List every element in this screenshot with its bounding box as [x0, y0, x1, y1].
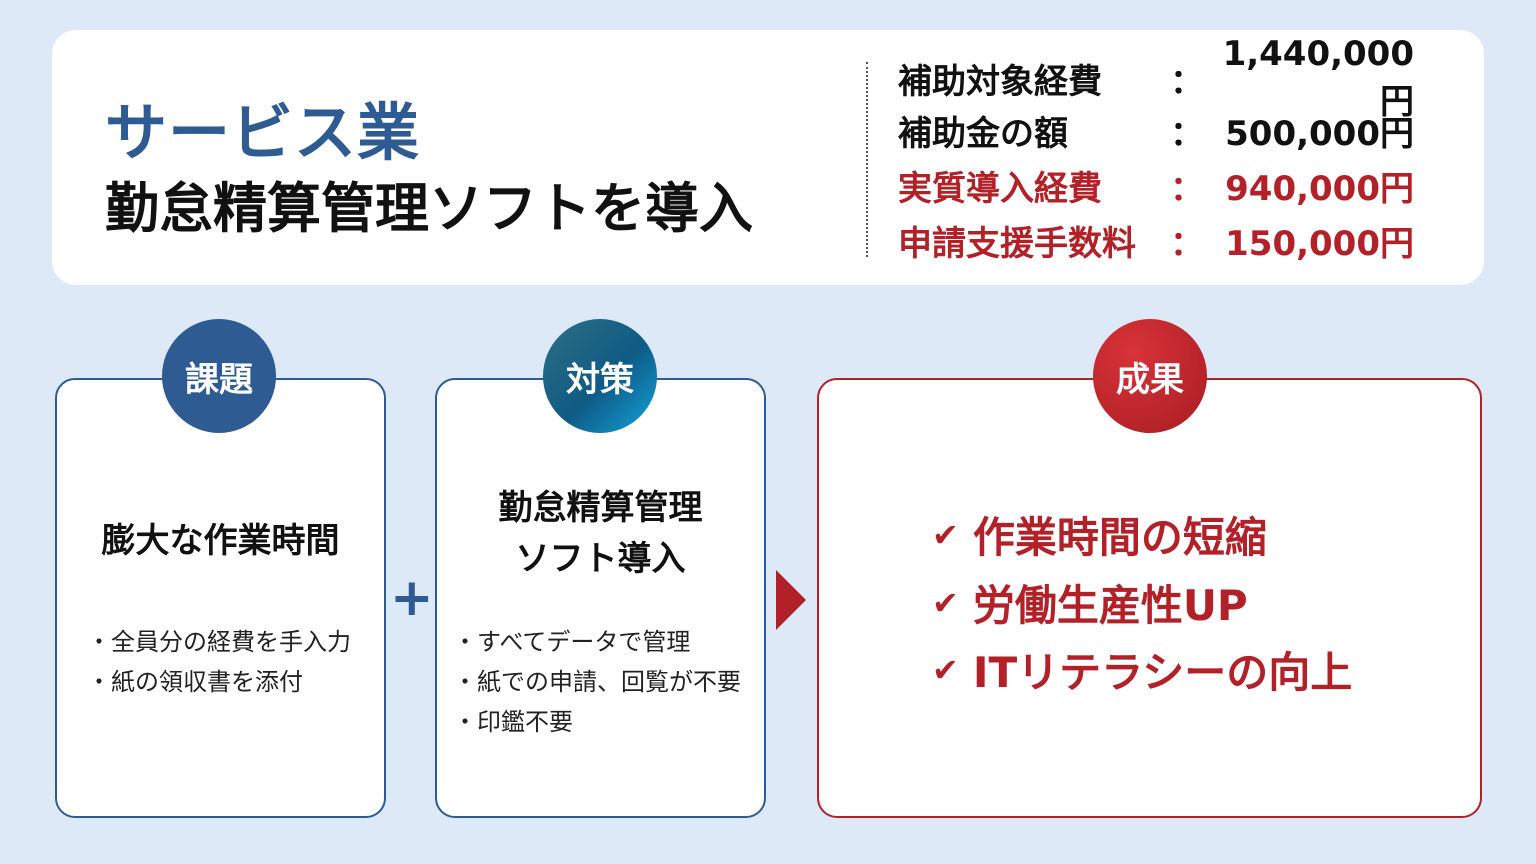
measure-badge: 対策: [543, 319, 657, 433]
cost-value: 500,000円: [1225, 113, 1414, 154]
check-icon: ✔: [932, 650, 959, 689]
check-icon: ✔: [932, 515, 959, 554]
cost-row: 申請支援手数料 ： 150,000円: [898, 215, 1414, 265]
issue-bullet: ・全員分の経費を手入力: [87, 628, 351, 656]
check-icon: ✔: [932, 583, 959, 622]
cost-label: 補助対象経費: [898, 61, 1102, 102]
result-text: 労働生産性UP: [972, 581, 1248, 630]
dotted-divider: [866, 62, 868, 257]
result-box: [817, 378, 1482, 818]
cost-value: 1,440,000円: [1222, 33, 1414, 122]
cost-value: 150,000円: [1225, 223, 1414, 264]
cost-row: 補助金の額 ： 500,000円: [898, 105, 1414, 155]
measure-heading-line: 勤怠精算管理: [498, 488, 703, 528]
arrow-right-icon: [776, 570, 806, 630]
colon: ：: [1170, 223, 1204, 264]
plus-icon: +: [390, 568, 434, 628]
colon: ：: [1170, 61, 1204, 102]
result-item: ✔ 労働生産性UP: [932, 572, 1248, 633]
issue-bullet: ・紙の領収書を添付: [87, 668, 303, 696]
industry-title: サービス業: [105, 96, 421, 169]
issue-badge: 課題: [162, 319, 276, 433]
cost-label: 補助金の額: [898, 113, 1068, 154]
measure-bullet: ・紙での申請、回覧が不要: [453, 668, 741, 696]
cost-row: 実質導入経費 ： 940,000円: [898, 160, 1414, 210]
measure-heading-line: ソフト導入: [515, 539, 686, 579]
issue-box: 膨大な作業時間 ・全員分の経費を手入力 ・紙の領収書を添付: [55, 378, 386, 818]
colon: ：: [1170, 113, 1204, 154]
result-badge: 成果: [1093, 319, 1207, 433]
measure-bullet: ・すべてデータで管理: [453, 628, 691, 656]
colon: ：: [1170, 168, 1204, 209]
measure-bullet: ・印鑑不要: [453, 708, 573, 736]
cost-label: 実質導入経費: [898, 168, 1102, 209]
result-item: ✔ 作業時間の短縮: [932, 504, 1267, 565]
summary-card: [52, 30, 1484, 285]
cost-label: 申請支援手数料: [898, 223, 1136, 264]
issue-heading: 膨大な作業時間: [101, 521, 340, 561]
page-title: 勤怠精算管理ソフトを導入: [105, 177, 753, 240]
result-text: ITリテラシーの向上: [972, 648, 1353, 697]
measure-box: 勤怠精算管理 ソフト導入 ・すべてデータで管理 ・紙での申請、回覧が不要 ・印鑑…: [435, 378, 766, 818]
cost-value: 940,000円: [1225, 168, 1414, 209]
cost-row: 補助対象経費 ： 1,440,000円: [898, 34, 1414, 122]
result-item: ✔ ITリテラシーの向上: [932, 639, 1352, 700]
result-text: 作業時間の短縮: [972, 513, 1267, 562]
